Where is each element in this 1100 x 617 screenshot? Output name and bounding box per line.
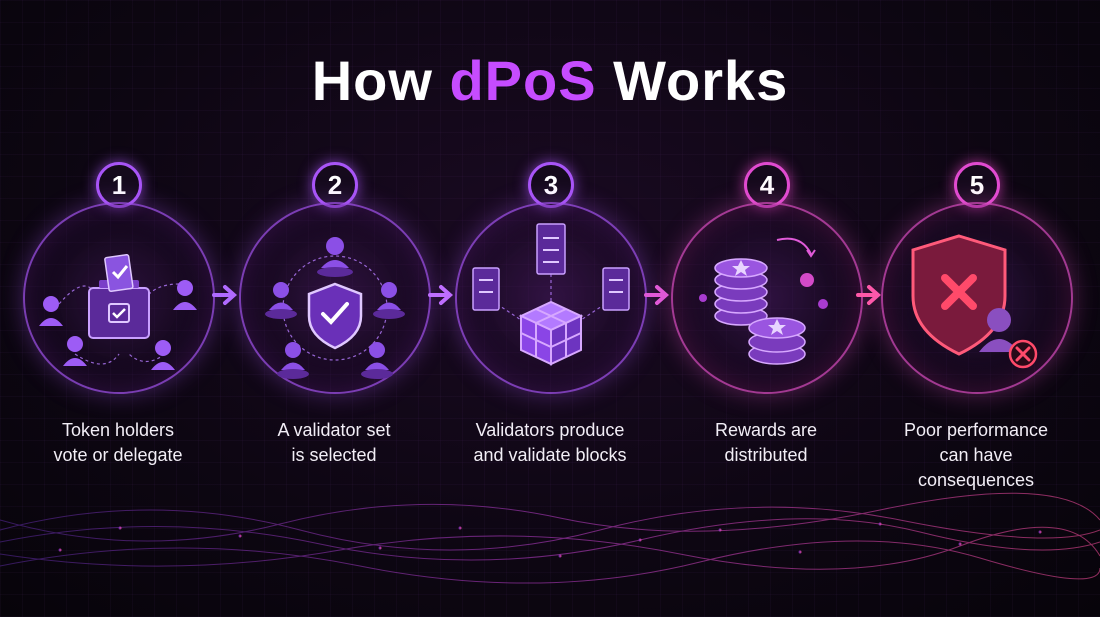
coin-stack-icon: [699, 237, 828, 365]
shield-check-icon: [265, 237, 405, 379]
step-number: 2: [312, 162, 358, 208]
step-number: 5: [954, 162, 1000, 208]
step-label: Token holders vote or delegate: [53, 420, 183, 465]
step-icon-ring: [455, 202, 647, 394]
step-1: 1 Token holders vote or delegate: [18, 160, 218, 490]
step-label: Rewards are distributed: [714, 420, 818, 465]
step-label: Validators produce and validate blocks: [473, 420, 627, 465]
step-number: 1: [96, 162, 142, 208]
step-icon-ring: [671, 202, 863, 394]
step-label: Poor performance can have consequences: [903, 420, 1049, 490]
step-icon-ring: [23, 202, 215, 394]
step-label: A validator set is selected: [277, 420, 391, 465]
ballot-box-icon: [39, 254, 197, 370]
step-5: 5 Poor performance can have consequences: [876, 160, 1076, 490]
step-icon-ring: [239, 202, 431, 394]
shield-x-icon: [911, 234, 1038, 369]
arrow-right-icon: [856, 285, 882, 305]
arrow-right-icon: [212, 285, 238, 305]
title-highlight: dPoS: [449, 49, 597, 112]
page-title: How dPoS Works: [311, 49, 789, 112]
step-2: 2 A validator set is selected: [234, 160, 434, 490]
arrow-right-icon: [644, 285, 670, 305]
step-3: 3 Validators produce and validate blocks: [450, 160, 650, 490]
block-servers-icon: [472, 223, 630, 366]
step-4: 4 Rewards are distributed: [666, 160, 866, 490]
arrow-right-icon: [428, 285, 454, 305]
step-icon-ring: [881, 202, 1073, 394]
particle-wave-decoration: [0, 492, 1100, 584]
